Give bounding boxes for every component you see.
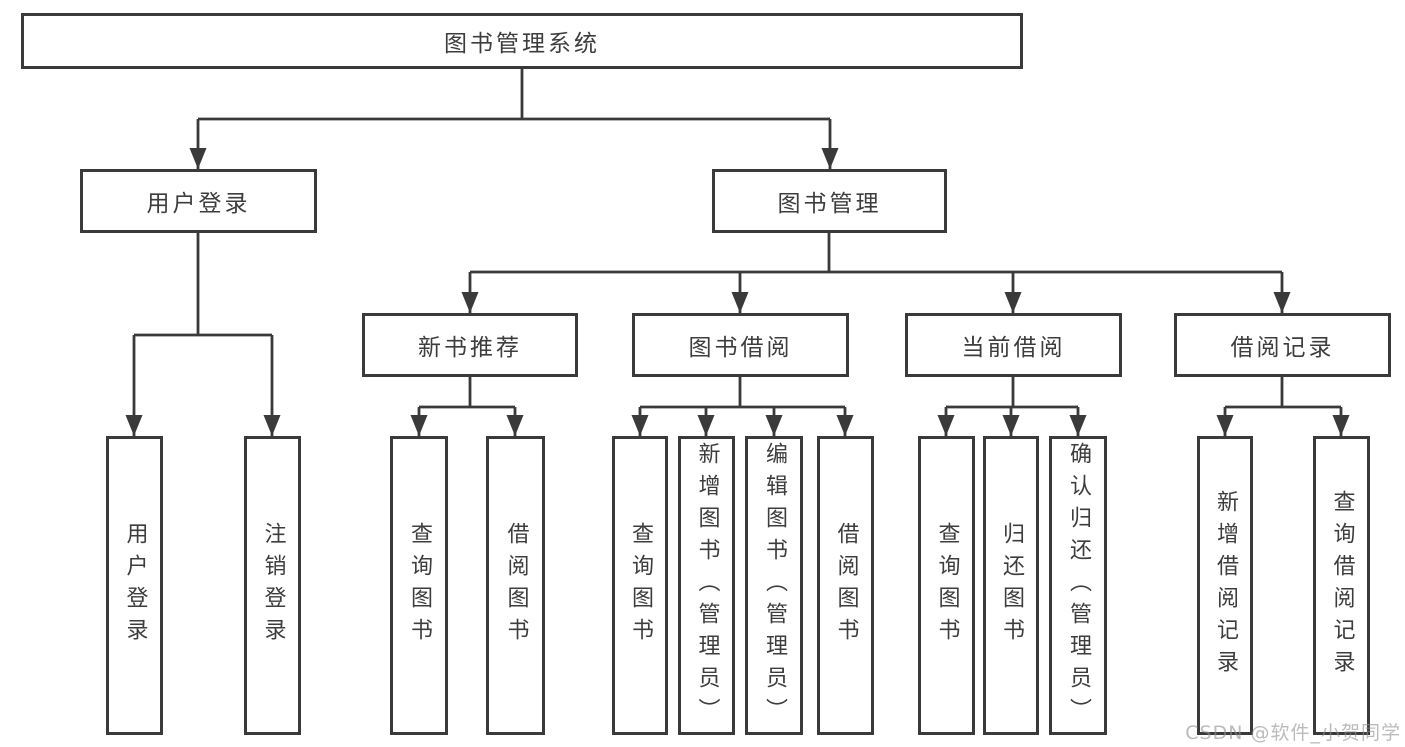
leaf-records-add-record: 新增借阅记录 [1197, 436, 1253, 735]
leaf-records-add-record-label: 新增借阅记录 [1213, 489, 1238, 682]
leaf-current-confirm-return: 确认归还（管理员） [1049, 436, 1107, 735]
node-book-borrow: 图书借阅 [632, 313, 849, 377]
leaf-records-query-record-label: 查询借阅记录 [1329, 489, 1355, 682]
leaf-current-query-book: 查询图书 [918, 436, 975, 735]
node-book-management-label: 图书管理 [777, 191, 882, 217]
leaf-borrow-borrow-book-label: 借阅图书 [833, 521, 859, 650]
leaf-borrow-edit-book-label: 编辑图书（管理员） [762, 441, 787, 730]
node-current-borrow-label: 当前借阅 [961, 335, 1066, 361]
node-book-borrow-label: 图书借阅 [688, 335, 793, 361]
leaf-current-confirm-return-label: 确认归还（管理员） [1066, 441, 1091, 730]
leaf-borrow-add-book: 新增图书（管理员） [678, 436, 735, 735]
leaf-current-return-book: 归还图书 [983, 436, 1039, 735]
leaf-user-login: 用户登录 [106, 436, 163, 735]
leaf-current-query-book-label: 查询图书 [934, 521, 960, 650]
leaf-recommend-query-book: 查询图书 [390, 436, 448, 735]
node-current-borrow: 当前借阅 [905, 313, 1122, 377]
node-user-login-label: 用户登录 [146, 191, 251, 217]
leaf-records-query-record: 查询借阅记录 [1313, 436, 1370, 735]
node-new-book-recommend: 新书推荐 [362, 313, 578, 377]
leaf-borrow-add-book-label: 新增图书（管理员） [694, 441, 720, 730]
leaf-recommend-query-book-label: 查询图书 [407, 521, 432, 650]
node-user-login: 用户登录 [80, 169, 317, 233]
node-book-management: 图书管理 [712, 169, 947, 233]
leaf-recommend-borrow-book: 借阅图书 [486, 436, 545, 735]
csdn-watermark: CSDN @软件_小贺同学 [1185, 722, 1401, 744]
node-new-book-recommend-label: 新书推荐 [418, 335, 522, 361]
leaf-recommend-borrow-book-label: 借阅图书 [503, 521, 529, 650]
leaf-current-return-book-label: 归还图书 [999, 521, 1024, 650]
leaf-borrow-query-book: 查询图书 [612, 436, 668, 735]
node-borrow-records: 借阅记录 [1174, 313, 1391, 377]
leaf-borrow-borrow-book: 借阅图书 [817, 436, 874, 735]
leaf-logout: 注销登录 [244, 436, 301, 735]
leaf-user-login-label: 用户登录 [122, 521, 148, 650]
node-root-label: 图书管理系统 [444, 31, 600, 57]
leaf-borrow-edit-book: 编辑图书（管理员） [745, 436, 803, 735]
leaf-logout-label: 注销登录 [260, 521, 286, 650]
node-borrow-records-label: 借阅记录 [1230, 335, 1335, 361]
leaf-borrow-query-book-label: 查询图书 [628, 521, 653, 650]
node-root: 图书管理系统 [21, 13, 1023, 69]
